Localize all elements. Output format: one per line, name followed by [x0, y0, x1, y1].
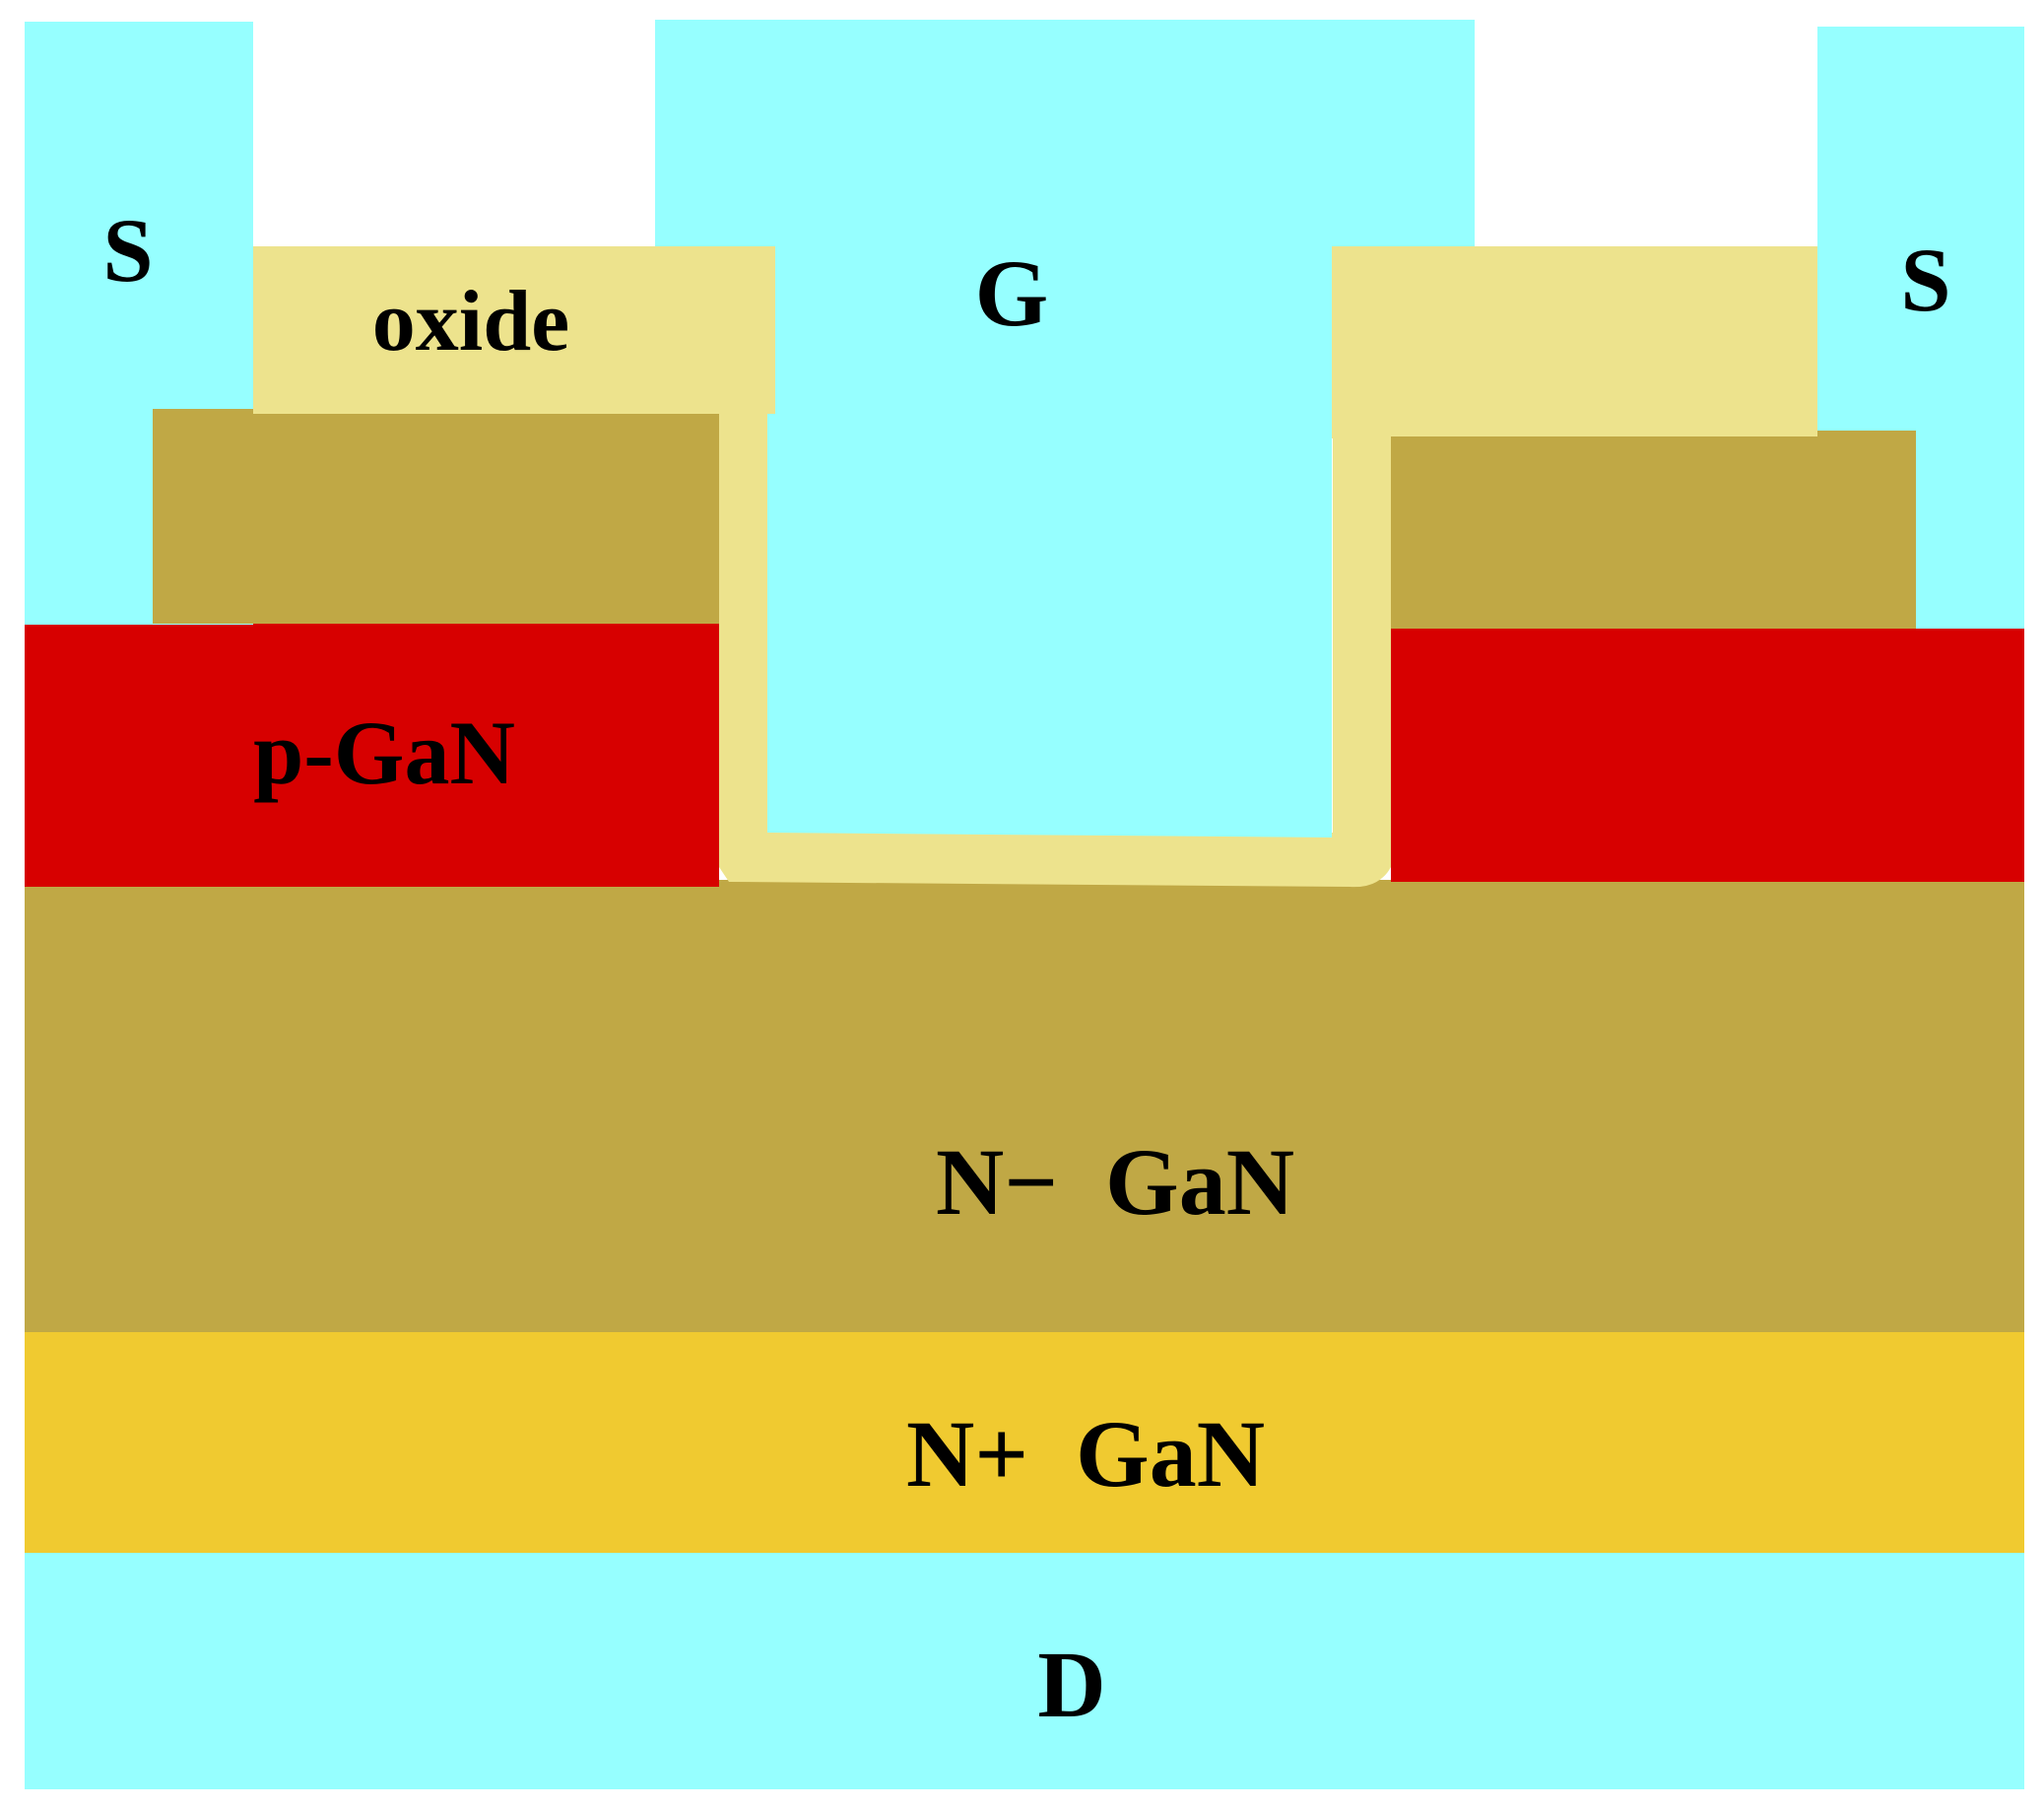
gate-oxide: [253, 246, 1817, 888]
cap-layer-left: [153, 409, 719, 624]
source-right-label: S: [1900, 230, 1950, 330]
cap-layer-right: [1391, 431, 1916, 629]
n-minus-gan-label: N− GaN: [936, 1129, 1294, 1235]
p-gan-left: [25, 623, 719, 887]
gate-label: G: [975, 240, 1049, 346]
drain-contact: [25, 1553, 2024, 1789]
n-plus-gan-label: N+ GaN: [906, 1401, 1265, 1507]
n-plus-gan-layer: [25, 1332, 2024, 1553]
p-gan-right: [1391, 627, 2024, 882]
oxide-label: oxide: [372, 274, 569, 369]
p-gan-label: p-GaN: [253, 703, 515, 803]
gate-contact: [655, 20, 1475, 838]
n-minus-gan-layer: [25, 880, 2024, 1332]
drain-label: D: [1037, 1632, 1105, 1737]
source-left-label: S: [102, 200, 153, 301]
